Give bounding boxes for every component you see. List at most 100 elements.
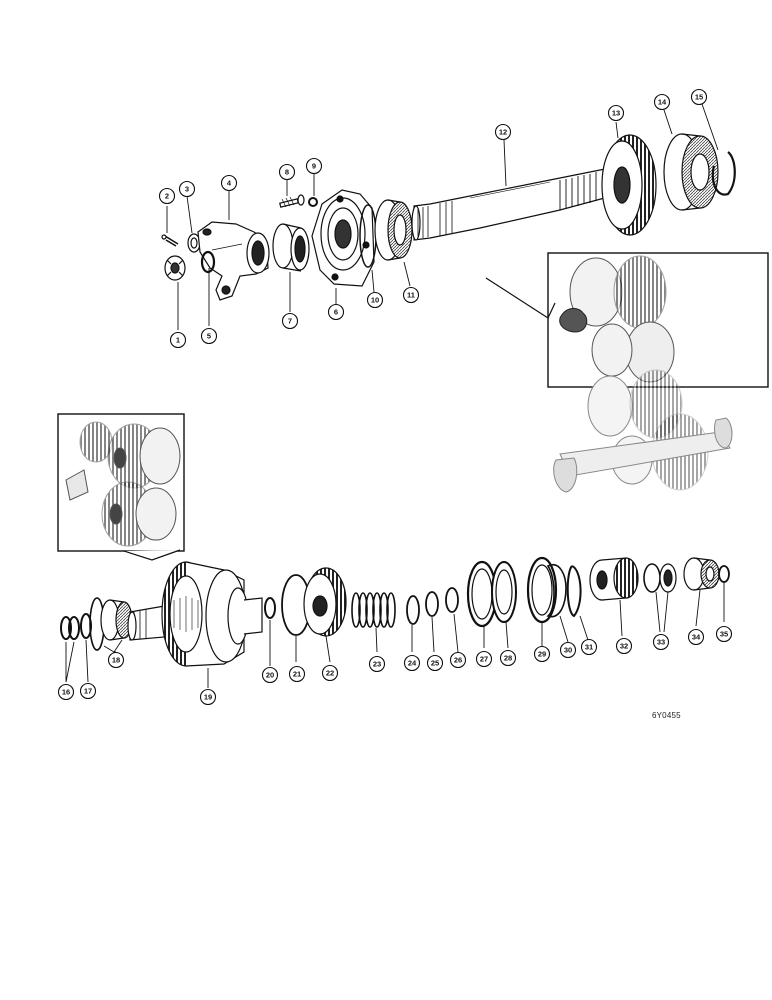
- callout-18: 18: [107, 651, 125, 669]
- callout-number: 13: [612, 109, 620, 118]
- callout-20: 20: [261, 666, 279, 684]
- part-cotter-pin: [161, 234, 179, 247]
- figure-id-label: 6Y0455: [652, 711, 681, 720]
- callout-circle: [580, 638, 598, 656]
- callout-16: 16: [57, 683, 75, 701]
- callout-35: 35: [715, 625, 733, 643]
- callout-number: 34: [692, 633, 701, 642]
- part-o-ring: [200, 250, 216, 274]
- callout-12: 12: [494, 123, 512, 141]
- callout-circle: [278, 163, 296, 181]
- callout-19: 19: [199, 688, 217, 706]
- callout-circle: [687, 628, 705, 646]
- callout-30: 30: [559, 641, 577, 659]
- part-coil-spring: [351, 592, 396, 628]
- callout-circle: [305, 157, 323, 175]
- callout-23: 23: [368, 655, 386, 673]
- callout-circle: [79, 682, 97, 700]
- callout-4: 4: [220, 174, 238, 192]
- upper-shaft-assembly: [161, 133, 736, 301]
- callout-circle: [426, 654, 444, 672]
- part-retaining-washer: [425, 591, 439, 617]
- callout-7: 7: [281, 312, 299, 330]
- callout-14: 14: [653, 93, 671, 111]
- part-bolt: [279, 194, 305, 208]
- part-pinion-gear: [589, 557, 639, 601]
- callout-number: 21: [293, 670, 301, 679]
- callout-number: 17: [84, 687, 92, 696]
- callout-24: 24: [403, 654, 421, 672]
- callout-circle: [107, 651, 125, 669]
- callout-circle: [178, 180, 196, 198]
- part-end-snap-ring: [718, 565, 730, 583]
- callout-27: 27: [475, 650, 493, 668]
- callout-6: 6: [327, 303, 345, 321]
- callout-number: 8: [285, 168, 289, 177]
- callout-number: 33: [657, 638, 665, 647]
- lower-left-inset-view: [57, 413, 185, 561]
- part-spacer-ring: [445, 587, 459, 613]
- callout-circle: [402, 286, 420, 304]
- callout-number: 18: [112, 656, 120, 665]
- callout-10: 10: [366, 291, 384, 309]
- callout-21: 21: [288, 665, 306, 683]
- part-clutch-plate: [491, 561, 517, 623]
- callout-number: 25: [431, 659, 439, 668]
- callout-3: 3: [178, 180, 196, 198]
- callout-number: 30: [564, 646, 572, 655]
- callout-circle: [57, 683, 75, 701]
- callout-9: 9: [305, 157, 323, 175]
- callout-29: 29: [533, 645, 551, 663]
- callout-circle: [607, 104, 625, 122]
- callout-circle: [199, 688, 217, 706]
- callout-circle: [653, 93, 671, 111]
- part-clutch-piston: [303, 567, 347, 637]
- lower-right-gear-cluster: [553, 369, 733, 493]
- part-wave-spring: [546, 563, 567, 618]
- callout-number: 10: [371, 296, 379, 305]
- callout-circle: [366, 291, 384, 309]
- part-snap-rings: [60, 616, 80, 640]
- callout-circle: [200, 327, 218, 345]
- callout-number: 2: [165, 192, 169, 201]
- callout-number: 15: [695, 93, 703, 102]
- callout-circle: [615, 637, 633, 655]
- callout-number: 3: [185, 185, 189, 194]
- lower-shaft-assembly: [60, 556, 730, 667]
- part-seal-ring: [264, 597, 276, 619]
- callout-32: 32: [615, 637, 633, 655]
- part-yoke-flange: [197, 221, 270, 301]
- callout-number: 5: [207, 332, 211, 341]
- part-large-snap-ring-2: [566, 565, 582, 618]
- part-drive-gear: [601, 134, 657, 236]
- callout-circle: [475, 650, 493, 668]
- callout-circle: [327, 303, 345, 321]
- callout-circle: [715, 625, 733, 643]
- callout-31: 31: [580, 638, 598, 656]
- callout-number: 6: [334, 308, 338, 317]
- callout-25: 25: [426, 654, 444, 672]
- callout-circle: [403, 654, 421, 672]
- callout-circle: [499, 649, 517, 667]
- part-clutch-disc: [526, 556, 558, 624]
- callout-circle: [652, 633, 670, 651]
- callout-15: 15: [690, 88, 708, 106]
- callout-number: 11: [407, 291, 415, 300]
- callout-circle: [321, 664, 339, 682]
- part-ball-bearing: [663, 133, 719, 211]
- callout-26: 26: [449, 651, 467, 669]
- callout-number: 29: [538, 650, 546, 659]
- part-bearing-race-rings: [643, 563, 677, 593]
- callout-circle: [261, 666, 279, 684]
- callout-34: 34: [687, 628, 705, 646]
- callout-13: 13: [607, 104, 625, 122]
- upper-inset-view: [485, 252, 769, 388]
- callout-8: 8: [278, 163, 296, 181]
- callout-number: 1: [176, 336, 180, 345]
- callout-number: 12: [499, 128, 507, 137]
- callout-circle: [158, 187, 176, 205]
- callout-28: 28: [499, 649, 517, 667]
- part-bearing-retainer: [311, 189, 375, 287]
- callout-circle: [690, 88, 708, 106]
